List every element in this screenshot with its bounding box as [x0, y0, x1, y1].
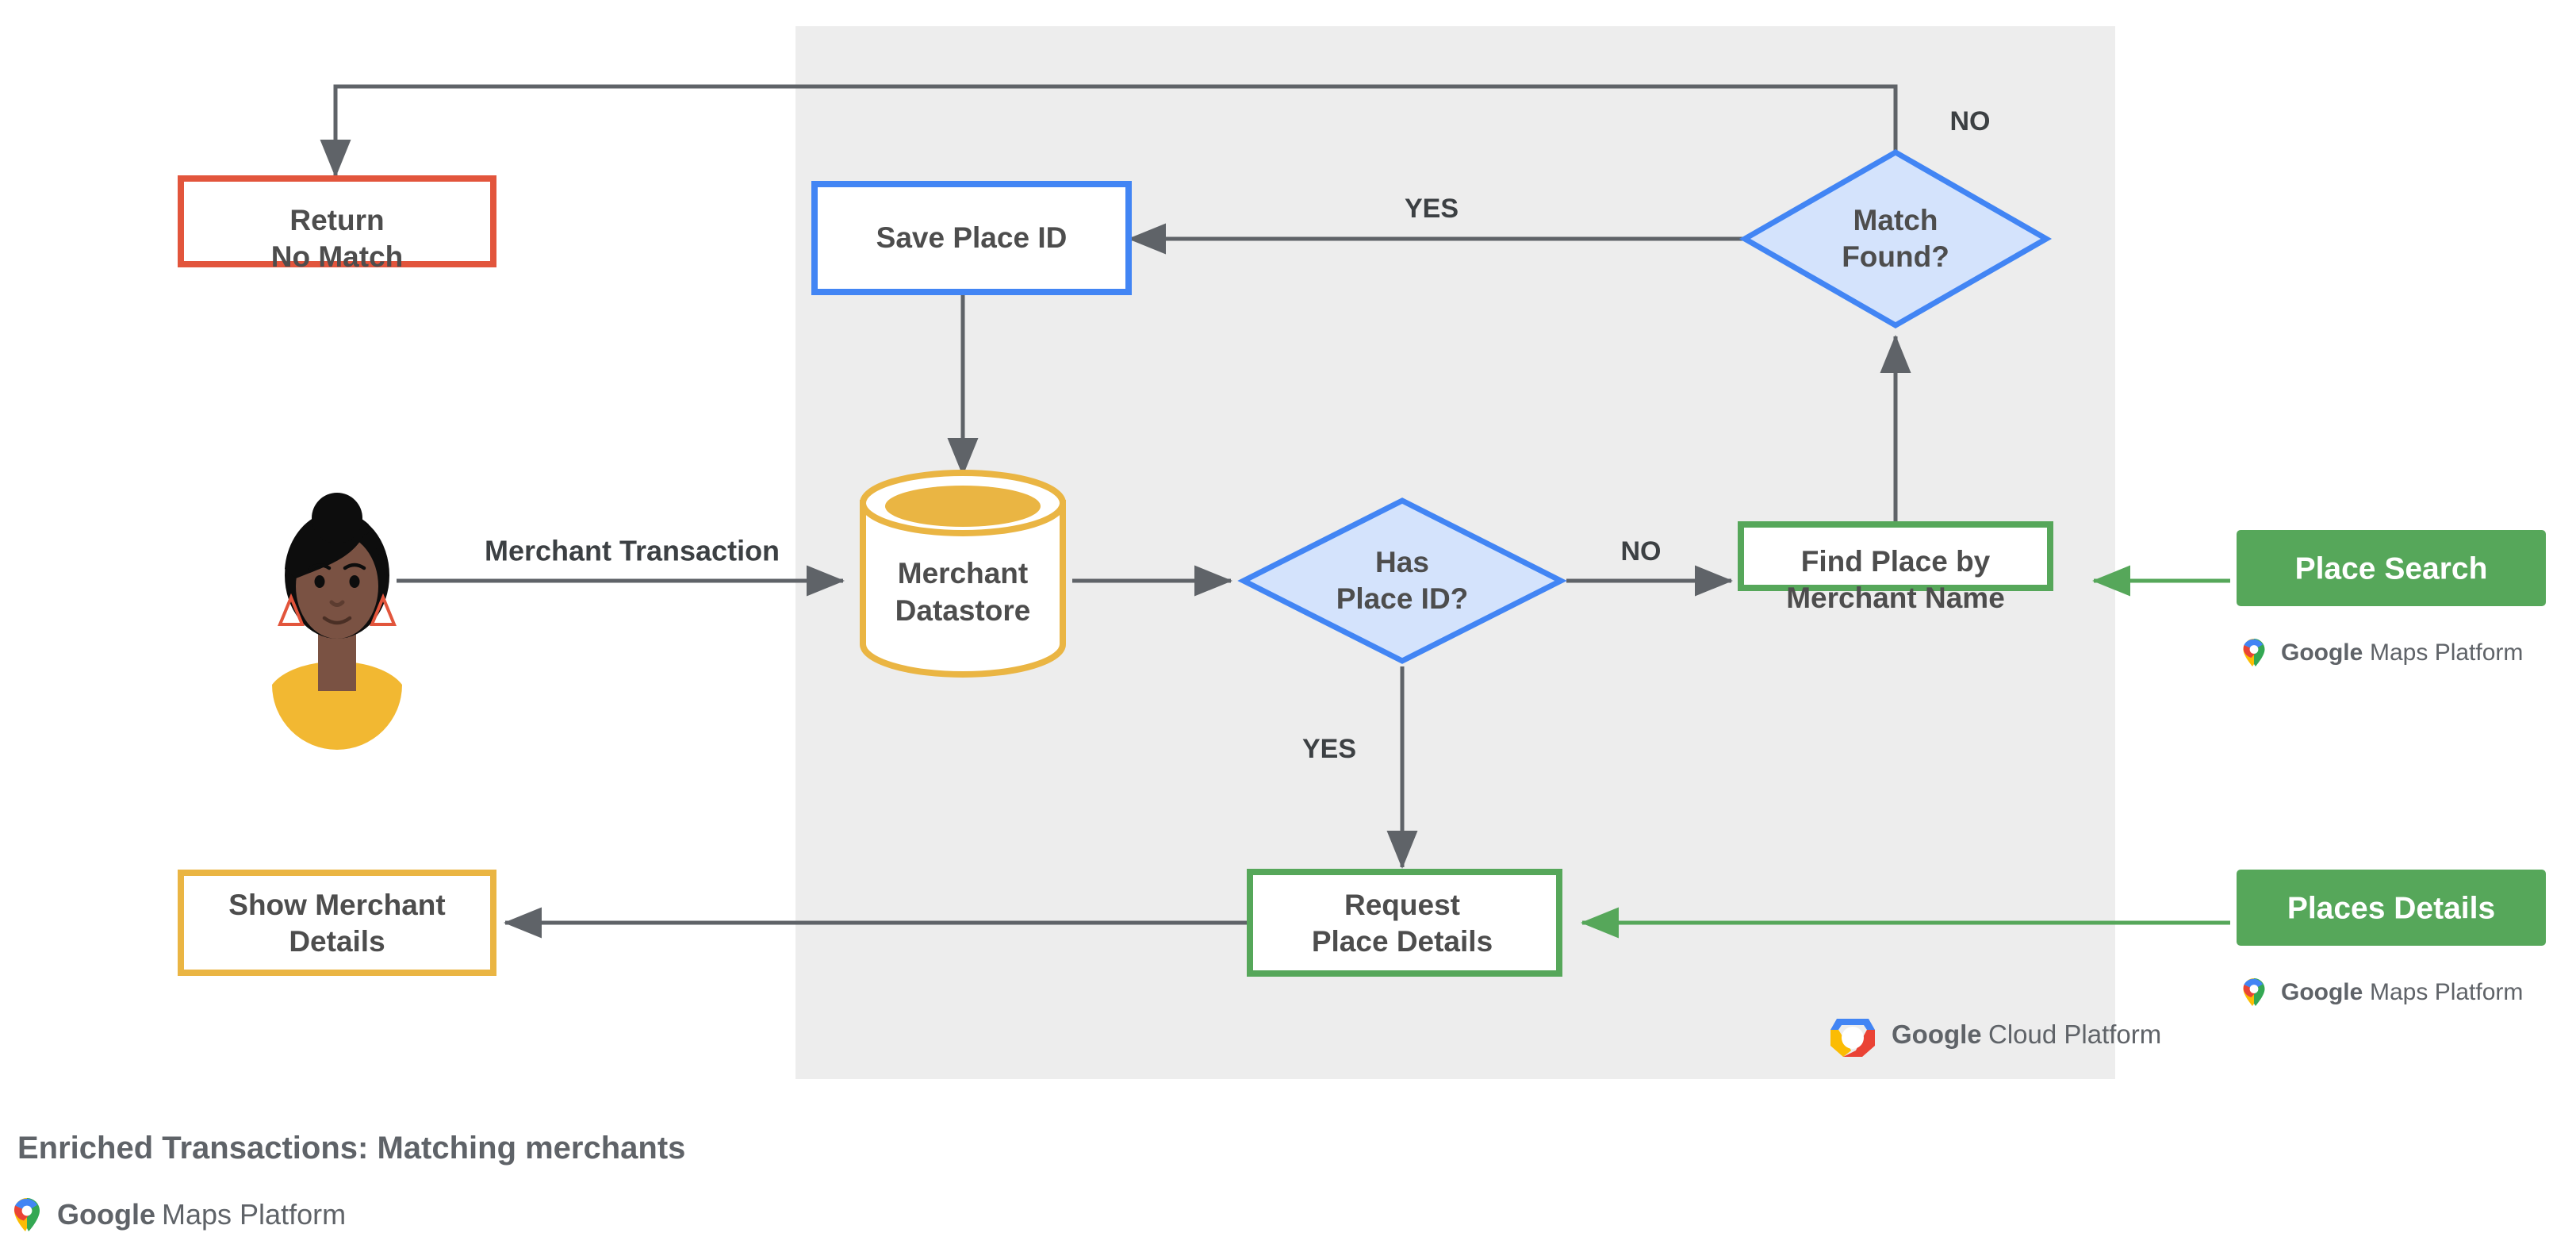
- match-found-label-line1: Match: [1853, 204, 1938, 236]
- return-no-match-box[interactable]: [178, 175, 496, 267]
- gmp-product-word-place-search: Maps Platform: [2370, 639, 2523, 666]
- places-details-label: Places Details: [2287, 891, 2495, 925]
- match-found-label-line2: Found?: [1842, 240, 1949, 273]
- node-show-merchant[interactable]: Show Merchant Details: [178, 870, 496, 976]
- gmp-logo-places-details: [2243, 978, 2265, 1006]
- datastore-label-line2: Datastore: [895, 594, 1031, 627]
- datastore-top-disc: [885, 486, 1041, 527]
- node-save-place-id[interactable]: Save Place ID: [811, 181, 1132, 295]
- gcp-logo: Google Cloud Platform: [1830, 1019, 2161, 1057]
- gmp-google-word-place-search: Google: [2281, 639, 2363, 666]
- gcp-google-word: Google: [1892, 1020, 1982, 1049]
- gcp-product-word: Cloud Platform: [1988, 1020, 2161, 1049]
- show-merchant-label-line2: Details: [289, 925, 385, 958]
- place-search-label: Place Search: [2295, 551, 2488, 586]
- has-place-id-diamond[interactable]: [1237, 497, 1567, 664]
- person-avatar: [272, 493, 402, 750]
- node-merchant-datastore[interactable]: Merchant Datastore: [860, 470, 1066, 678]
- diagram-caption: Enriched Transactions: Matching merchant…: [17, 1131, 685, 1166]
- edge-label-has-place-id-yes: YES: [1302, 734, 1356, 764]
- gmp-footer-product-word: Maps Platform: [162, 1198, 346, 1231]
- has-place-id-label-line1: Has: [1375, 546, 1429, 578]
- node-has-place-id[interactable]: Has Place ID?: [1237, 497, 1567, 664]
- connectors-green: [1580, 565, 2230, 939]
- request-details-label-line1: Request: [1344, 889, 1460, 921]
- request-details-box[interactable]: [1247, 869, 1562, 977]
- gmp-logo-place-search: [2243, 639, 2265, 666]
- show-merchant-box[interactable]: [178, 870, 496, 976]
- node-request-details[interactable]: Request Place Details: [1247, 869, 1562, 977]
- datastore-label-line1: Merchant: [898, 557, 1028, 590]
- edge-match-no-to-return: [320, 84, 1898, 179]
- node-return-no-match[interactable]: Return No Match: [178, 175, 496, 273]
- node-find-place[interactable]: Find Place by Merchant Name: [1738, 521, 2053, 614]
- save-place-id-box[interactable]: [811, 181, 1132, 295]
- api-button-place-search[interactable]: Place Search Google Maps Platform: [2237, 530, 2546, 666]
- request-details-label-line2: Place Details: [1312, 925, 1493, 958]
- has-place-id-label-line2: Place ID?: [1336, 582, 1469, 615]
- find-place-box[interactable]: [1738, 521, 2053, 591]
- places-details-button[interactable]: [2237, 870, 2546, 946]
- match-found-diamond[interactable]: [1738, 148, 2053, 329]
- gmp-footer-google-word: Google: [57, 1198, 155, 1231]
- place-search-button[interactable]: [2237, 530, 2546, 606]
- api-button-places-details[interactable]: Places Details Google Maps Platform: [2237, 870, 2546, 1006]
- find-place-label-line2: Merchant Name: [1786, 582, 2005, 614]
- gmp-logo-footer: Google Maps Platform: [13, 1198, 346, 1231]
- find-place-label-line1: Find Place by: [1801, 545, 1991, 578]
- connectors: [320, 84, 1911, 939]
- show-merchant-label-line1: Show Merchant: [228, 889, 445, 921]
- return-no-match-label-line1: Return: [289, 204, 384, 236]
- gmp-google-word-places-details: Google: [2281, 979, 2363, 1005]
- datastore-body[interactable]: [860, 500, 1066, 678]
- gmp-product-word-places-details: Maps Platform: [2370, 979, 2523, 1005]
- save-place-id-label: Save Place ID: [876, 221, 1068, 254]
- node-match-found[interactable]: Match Found?: [1738, 148, 2053, 329]
- edge-label-has-place-id-no: NO: [1621, 536, 1662, 566]
- return-no-match-label-line2: No Match: [271, 240, 404, 273]
- edge-label-match-found-no: NO: [1950, 106, 1991, 136]
- edge-label-match-found-yes: YES: [1405, 194, 1459, 224]
- edge-label-merchant-transaction: Merchant Transaction: [485, 535, 780, 567]
